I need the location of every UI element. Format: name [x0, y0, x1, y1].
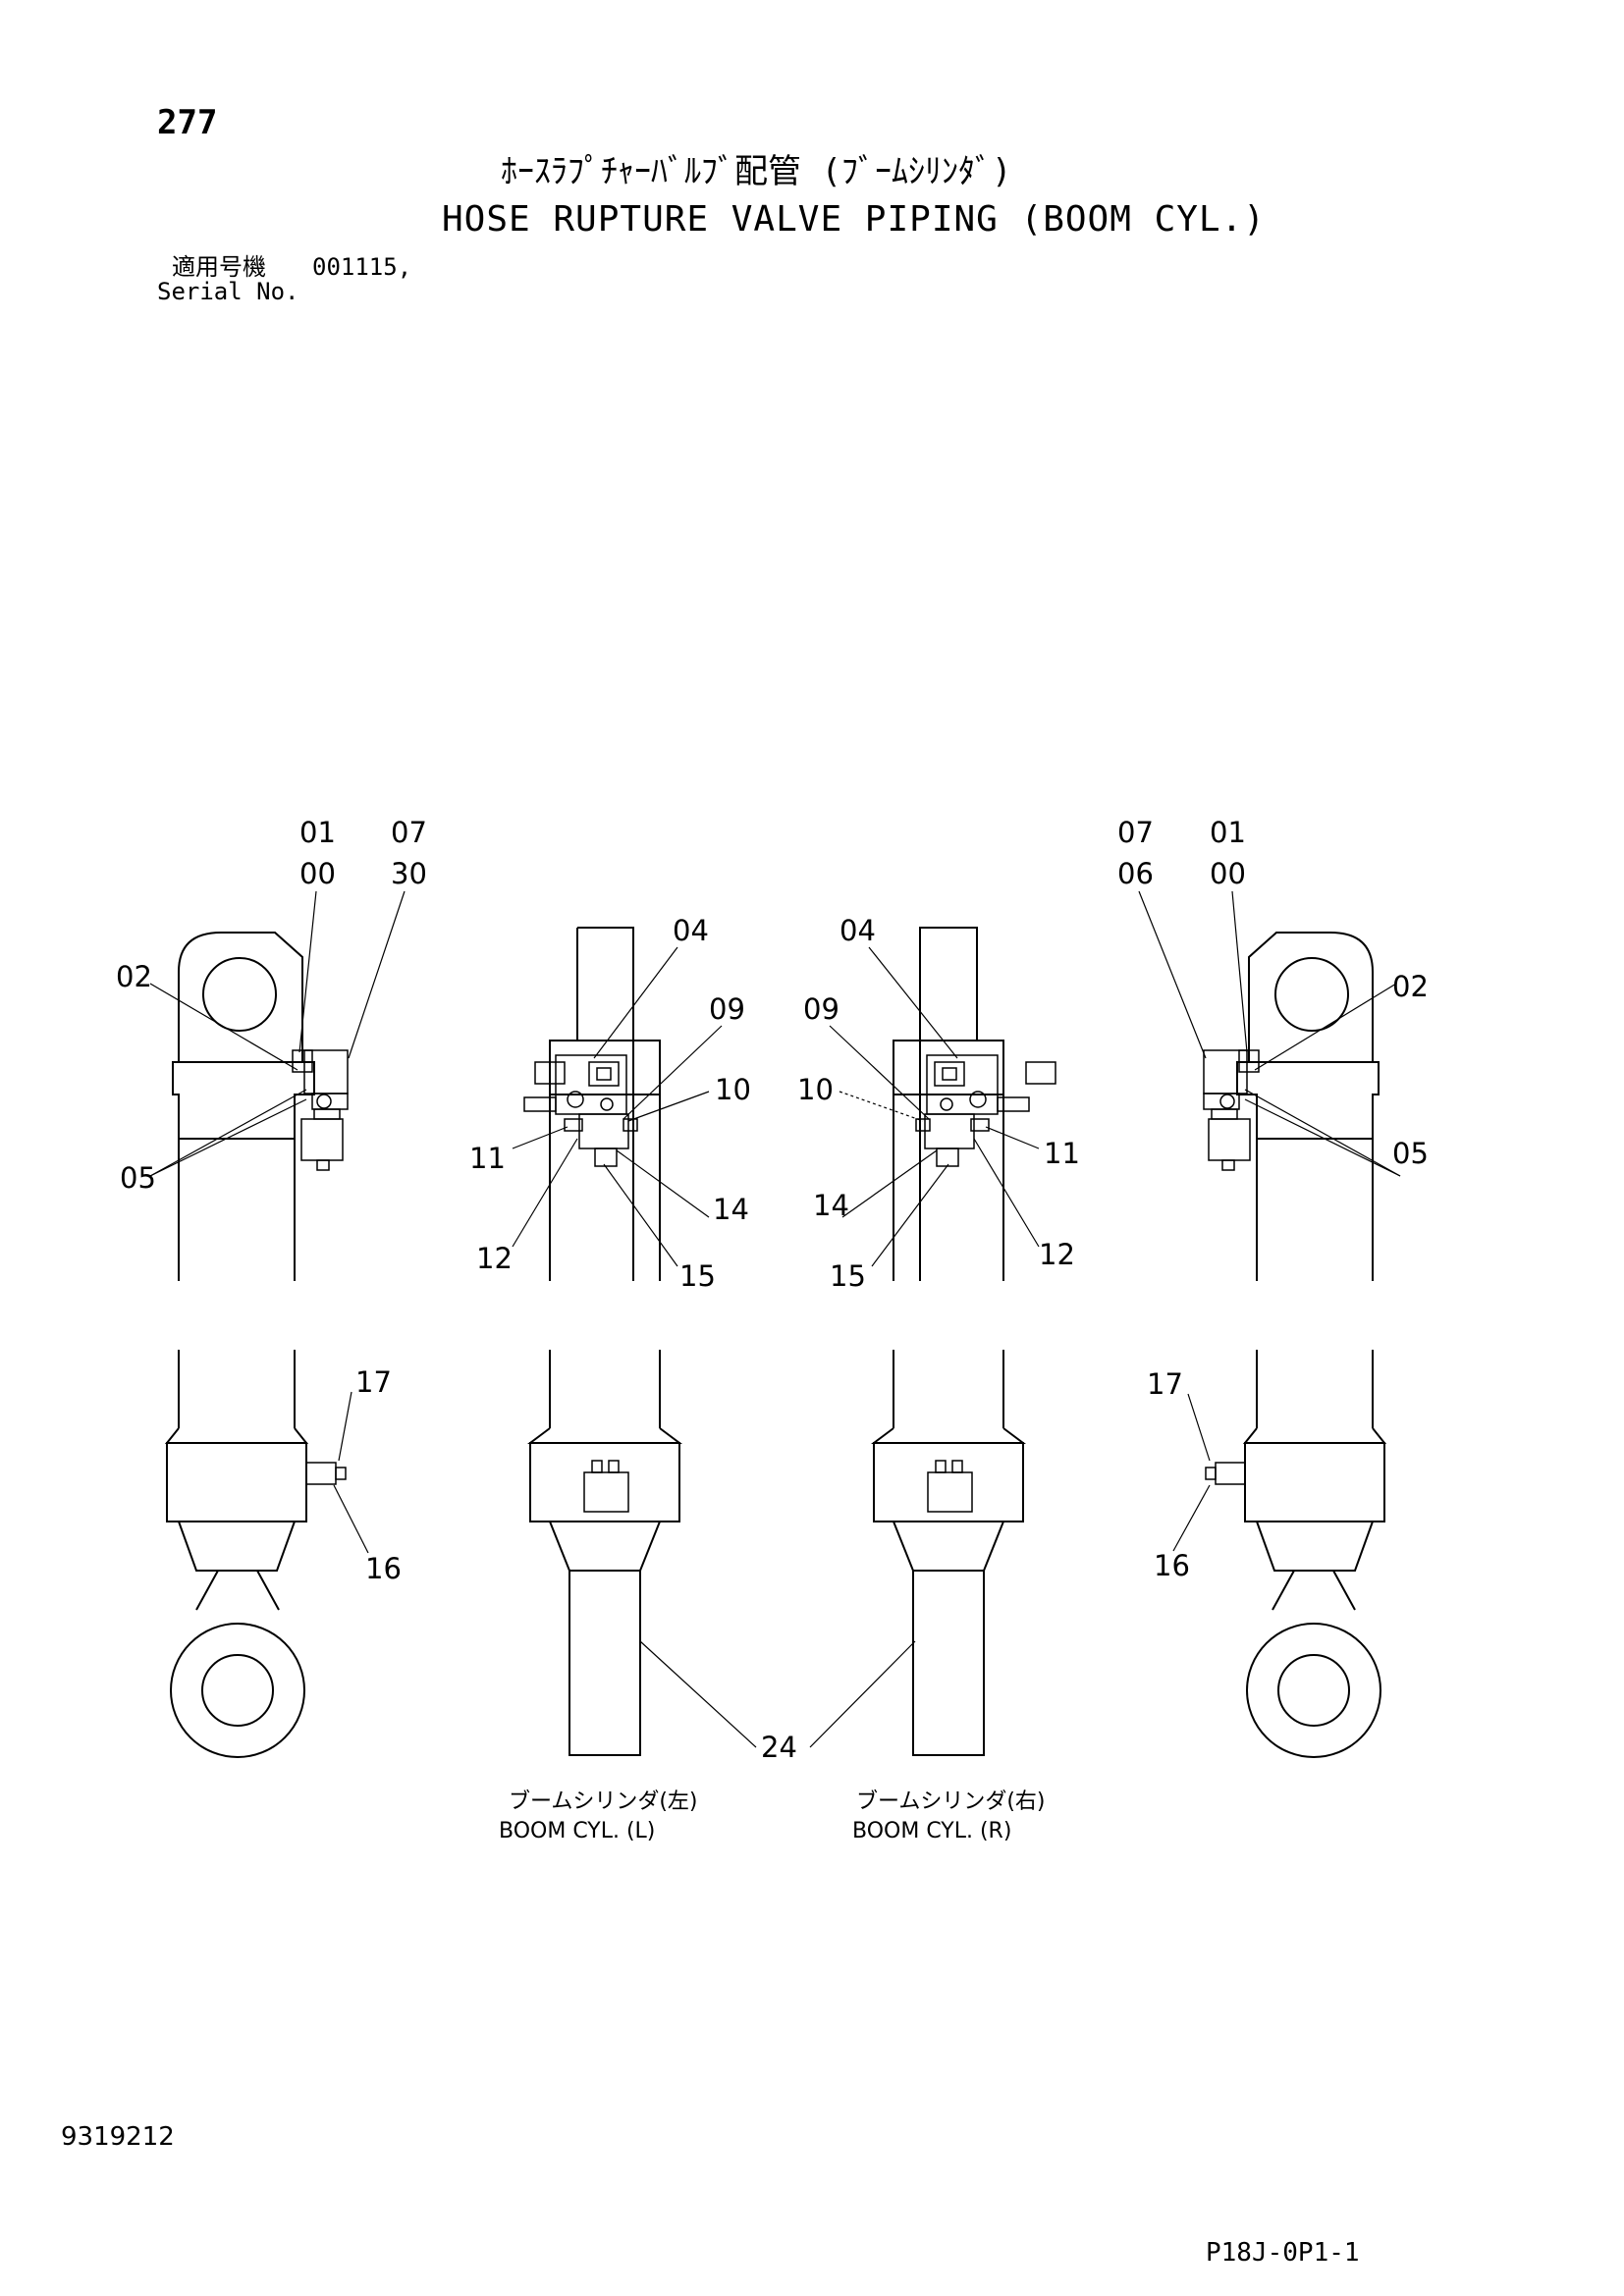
right-inner-cylinder-head [893, 927, 1004, 1281]
right-hose-rupture-valve [1203, 1049, 1260, 1171]
callout-16-left: 16 [365, 1552, 402, 1585]
callout-05-left: 05 [120, 1161, 156, 1195]
callout-17-right: 17 [1147, 1367, 1183, 1401]
callout-02-right: 02 [1392, 970, 1429, 1003]
callout-01-left: 01 [299, 816, 336, 849]
callout-00-left: 00 [299, 857, 336, 890]
caption-left-jp: ブームシリンダ(左) [509, 1789, 698, 1814]
callout-30-left: 30 [391, 857, 427, 890]
callout-15-right-inner: 15 [830, 1259, 866, 1293]
serial-label-english: Serial No. [157, 278, 299, 305]
callouts-right-outer: 07 06 01 00 02 05 17 16 [1117, 816, 1429, 1582]
title-english: HOSE RUPTURE VALVE PIPING (BOOM CYL.) [442, 199, 1266, 240]
callout-17-left: 17 [355, 1365, 392, 1399]
left-outer-cylinder-head [172, 932, 315, 1281]
serial-label-japanese: 適用号機 [172, 253, 266, 281]
caption-left-en: BOOM CYL. (L) [499, 1819, 655, 1843]
callout-10-left-inner: 10 [715, 1073, 751, 1106]
right-inner-cylinder-rod-end [871, 1350, 1026, 1756]
callout-11-left-inner: 11 [469, 1142, 506, 1175]
right-outer-cylinder-head [1236, 932, 1380, 1281]
page-number: 277 [157, 103, 218, 142]
callout-05-right: 05 [1392, 1137, 1429, 1170]
right-inner-valve-block [915, 1054, 1056, 1167]
callout-01-right: 01 [1210, 816, 1246, 849]
callout-12-left-inner: 12 [476, 1242, 513, 1275]
left-hose-rupture-valve [292, 1049, 349, 1171]
title-japanese: ﾎｰｽﾗﾌﾟﾁｬｰﾊﾞﾙﾌﾞ配管 (ﾌﾞｰﾑｼﾘﾝﾀﾞ) [501, 152, 1012, 191]
callouts-left-inner: 04 09 10 11 12 14 15 [469, 914, 751, 1293]
document-number: 9319212 [61, 2122, 175, 2152]
callouts-right-inner: 04 09 10 11 12 14 15 [797, 914, 1080, 1293]
right-outer-cylinder-rod-end [1205, 1350, 1387, 1758]
callout-14-left-inner: 14 [713, 1193, 749, 1226]
callout-10-right-inner: 10 [797, 1073, 834, 1106]
left-inner-cylinder-head [549, 927, 661, 1281]
caption-right-jp: ブームシリンダ(右) [856, 1789, 1046, 1814]
callout-14-right-inner: 14 [813, 1189, 849, 1222]
callout-07-right: 07 [1117, 816, 1154, 849]
callout-00-right: 00 [1210, 857, 1246, 890]
left-inner-valve-block [523, 1054, 638, 1167]
caption-right-en: BOOM CYL. (R) [852, 1819, 1011, 1843]
left-inner-cylinder-rod-end [527, 1350, 682, 1756]
callout-02-left: 02 [116, 960, 152, 993]
callout-09-left-inner: 09 [709, 992, 745, 1026]
left-outer-cylinder-rod-end [164, 1350, 347, 1758]
callout-15-left-inner: 15 [679, 1259, 716, 1293]
callout-12-right-inner: 12 [1039, 1238, 1075, 1271]
callout-04-left-inner: 04 [673, 914, 709, 947]
leader-lines [149, 890, 1401, 1748]
callout-11-right-inner: 11 [1044, 1137, 1080, 1170]
callout-16-right: 16 [1154, 1549, 1190, 1582]
callout-04-right-inner: 04 [839, 914, 876, 947]
callout-09-right-inner: 09 [803, 992, 839, 1026]
callout-07-left: 07 [391, 816, 427, 849]
callout-06-right: 06 [1117, 857, 1154, 890]
callouts-left-outer: 01 00 07 30 02 05 17 16 [116, 816, 427, 1585]
serial-number-value: 001115, [312, 253, 412, 281]
page-code: P18J-0P1-1 [1206, 2238, 1360, 2268]
callout-24: 24 [761, 1731, 797, 1764]
